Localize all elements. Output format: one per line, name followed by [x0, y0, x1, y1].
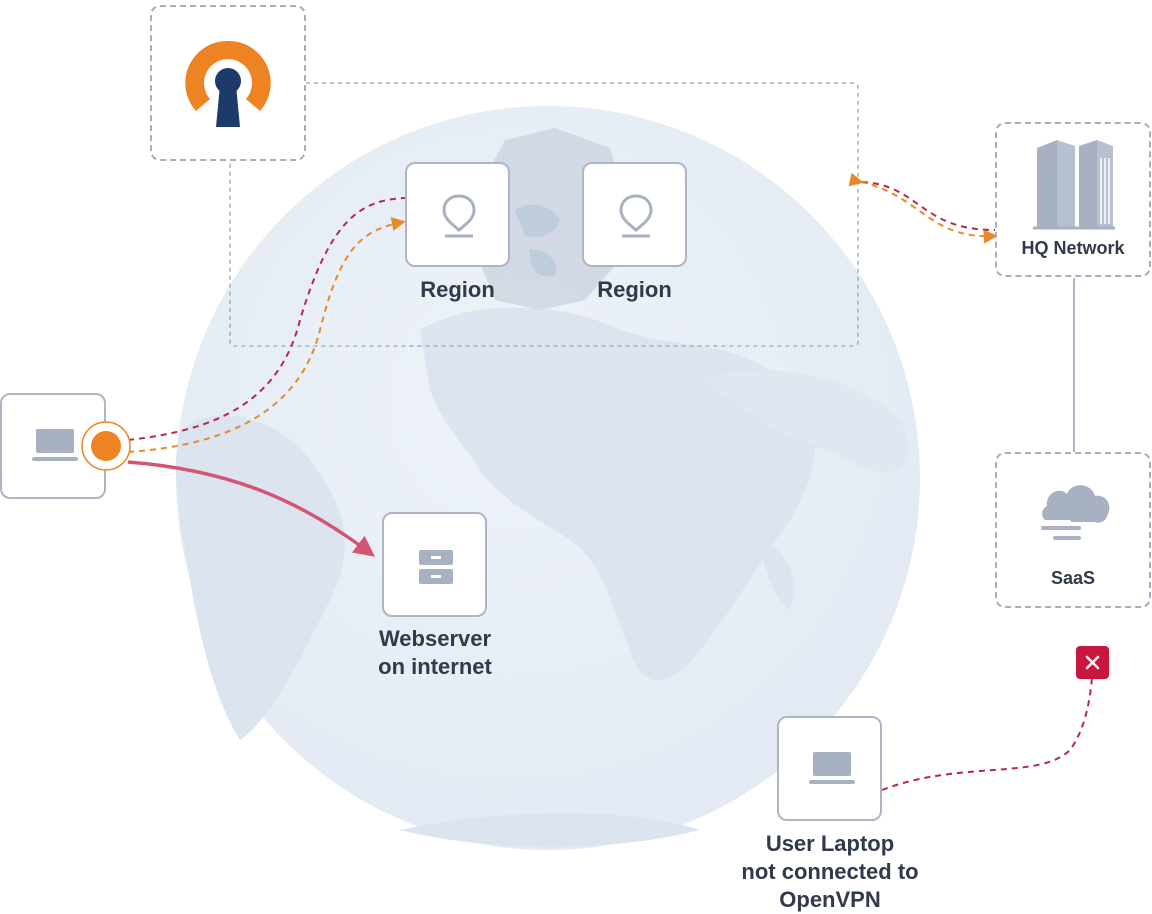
hq-network-node[interactable]: HQ Network — [995, 122, 1151, 277]
laptop-icon — [809, 752, 855, 784]
tunnel-laptop-region-orange — [127, 217, 406, 453]
office-buildings-icon — [1033, 140, 1115, 230]
internet-path-arrow — [127, 460, 376, 557]
disconnected-laptop-line-3: OpenVPN — [779, 887, 881, 912]
tunnel-hq-orange — [848, 172, 998, 244]
disconnected-laptop-label: User Laptop not connected to OpenVPN — [700, 830, 960, 914]
openvpn-client-indicator-icon — [81, 421, 131, 471]
webserver-label-line-2: on internet — [378, 654, 492, 679]
close-icon — [1076, 646, 1109, 679]
saas-node[interactable]: SaaS — [995, 452, 1151, 608]
openvpn-logo-box — [150, 5, 306, 161]
map-pin-icon — [442, 194, 476, 238]
disconnected-laptop-line-2: not connected to — [741, 859, 919, 884]
disconnected-laptop-node[interactable] — [777, 716, 882, 821]
region-2-label: Region — [597, 277, 672, 302]
laptop-icon — [32, 429, 78, 461]
saas-label: SaaS — [1050, 568, 1096, 588]
webserver-label-line-1: Webserver — [378, 626, 492, 651]
blocked-connection-line — [881, 677, 1093, 791]
tunnel-laptop-region-red — [127, 197, 406, 441]
region-1-label: Region — [420, 277, 495, 302]
openvpn-logo — [185, 40, 271, 127]
world-globe — [175, 106, 920, 850]
hq-network-label: HQ Network — [1021, 238, 1125, 258]
server-icon — [419, 550, 453, 584]
cloud-icon — [1041, 485, 1110, 540]
region-node-1[interactable] — [405, 162, 510, 267]
region-node-2[interactable] — [582, 162, 687, 267]
webserver-node[interactable] — [382, 512, 487, 617]
webserver-label: Webserver on internet — [345, 625, 525, 681]
disconnected-laptop-line-1: User Laptop — [765, 831, 895, 856]
map-pin-icon — [619, 194, 653, 238]
